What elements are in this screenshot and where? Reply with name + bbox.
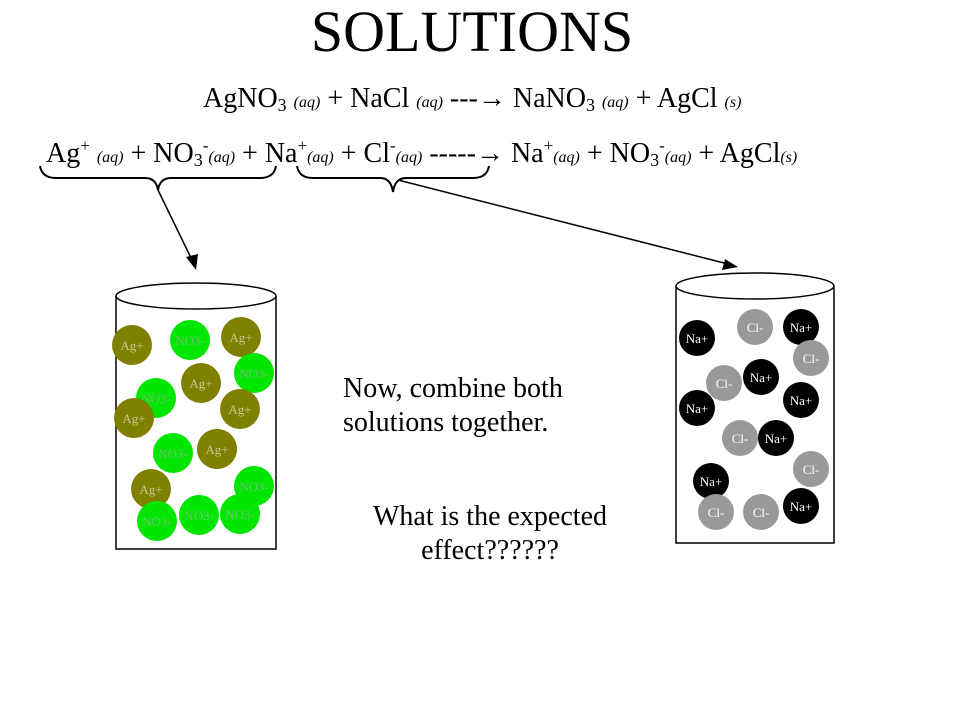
no3-ion bbox=[170, 320, 210, 360]
na-ion-label: Na+ bbox=[686, 401, 709, 416]
cl-ion bbox=[793, 451, 829, 487]
ag-ion-label: Ag+ bbox=[229, 330, 252, 345]
cl-ion-label: Cl- bbox=[753, 505, 770, 520]
na-ion bbox=[743, 359, 779, 395]
ag-ion-label: Ag+ bbox=[120, 338, 143, 353]
slide-title: SOLUTIONS bbox=[310, 0, 634, 64]
na-ion-label: Na+ bbox=[790, 499, 813, 514]
cl-ion bbox=[737, 309, 773, 345]
no3-ion-label: NO3- bbox=[239, 479, 269, 494]
cl-ion-label: Cl- bbox=[747, 320, 764, 335]
beaker-nacl bbox=[675, 272, 835, 544]
na-ion-label: Na+ bbox=[790, 393, 813, 408]
na-ion bbox=[693, 463, 729, 499]
ag-ion bbox=[114, 398, 154, 438]
na-ion bbox=[783, 488, 819, 524]
eq2-arrow: -----→ bbox=[429, 138, 504, 169]
ag-ion-label: Ag+ bbox=[189, 376, 212, 391]
instruction-text: Now, combine both solutions together. bbox=[343, 373, 563, 438]
cl-ion-label: Cl- bbox=[708, 505, 725, 520]
ag-ion-label: Ag+ bbox=[139, 482, 162, 497]
no3-ion bbox=[234, 353, 274, 393]
no3-ion-label: NO3- bbox=[184, 508, 214, 523]
na-ion-label: Na+ bbox=[765, 431, 788, 446]
eq1-arrow: ---→ bbox=[449, 83, 506, 114]
cl-ion-label: Cl- bbox=[716, 376, 733, 391]
ag-ion bbox=[220, 389, 260, 429]
ag-ion bbox=[131, 469, 171, 509]
molecular-equation: AgNO3 (aq) + NaCl (aq) ---→ NaNO3 (aq) +… bbox=[203, 83, 742, 115]
cl-ion-label: Cl- bbox=[803, 462, 820, 477]
no3-ion-label: NO3- bbox=[175, 333, 205, 348]
eq1-agno3: AgNO3 bbox=[203, 83, 287, 115]
ag-ion-label: Ag+ bbox=[122, 411, 145, 426]
cl-ion-label: Cl- bbox=[803, 351, 820, 366]
brace-agno3 bbox=[39, 165, 277, 191]
na-ion bbox=[679, 320, 715, 356]
cl-ion bbox=[793, 340, 829, 376]
ag-ion-label: Ag+ bbox=[205, 442, 228, 457]
ions-nacl: Na+ Cl- Na+ Cl- Cl- Na+ Na+ Na+ Cl- Na+ Cl- Na+ Cl- C… bbox=[679, 309, 829, 530]
na-ion bbox=[783, 382, 819, 418]
ag-ion bbox=[181, 363, 221, 403]
ions-agno3: Ag+ NO3- Ag+ NO3- NO3- Ag+ Ag+ Ag+ NO3- Ag+ NO3- Ag… bbox=[112, 317, 274, 541]
ag-ion bbox=[197, 429, 237, 469]
cl-ion-label: Cl- bbox=[732, 431, 749, 446]
no3-ion bbox=[220, 494, 260, 534]
ionic-equation: Ag+ (aq) + NO3-(aq) + Na+(aq) + Cl-(aq) … bbox=[46, 136, 798, 170]
no3-ion-label: NO3- bbox=[239, 366, 269, 381]
no3-ion-label: NO3- bbox=[142, 514, 172, 529]
cl-ion bbox=[698, 494, 734, 530]
ag-ion bbox=[112, 325, 152, 365]
no3-ion bbox=[179, 495, 219, 535]
question-text: What is the expected effect?????? bbox=[372, 501, 607, 566]
eq1-nano3: NaNO3 bbox=[512, 83, 595, 115]
na-ion-label: Na+ bbox=[750, 370, 773, 385]
no3-ion-label: NO3- bbox=[141, 391, 171, 406]
na-ion-label: Na+ bbox=[790, 320, 813, 335]
ag-ion bbox=[221, 317, 261, 357]
no3-ion-label: NO3- bbox=[158, 446, 188, 461]
na-ion bbox=[758, 420, 794, 456]
cl-ion bbox=[722, 420, 758, 456]
no3-ion bbox=[153, 433, 193, 473]
na-ion-label: Na+ bbox=[700, 474, 723, 489]
na-ion bbox=[679, 390, 715, 426]
brace-nacl bbox=[296, 165, 490, 193]
arrowhead-right bbox=[722, 259, 738, 270]
beaker-agno3 bbox=[115, 282, 277, 550]
no3-ion bbox=[137, 501, 177, 541]
na-ion-label: Na+ bbox=[686, 331, 709, 346]
no3-ion-label: NO3- bbox=[225, 507, 255, 522]
arrow-to-left-beaker bbox=[157, 189, 193, 261]
arrow-to-right-beaker bbox=[397, 179, 729, 265]
ag-ion-label: Ag+ bbox=[228, 402, 251, 417]
arrowhead-left bbox=[186, 254, 198, 270]
cl-ion bbox=[706, 365, 742, 401]
cl-ion bbox=[743, 494, 779, 530]
na-ion bbox=[783, 309, 819, 345]
